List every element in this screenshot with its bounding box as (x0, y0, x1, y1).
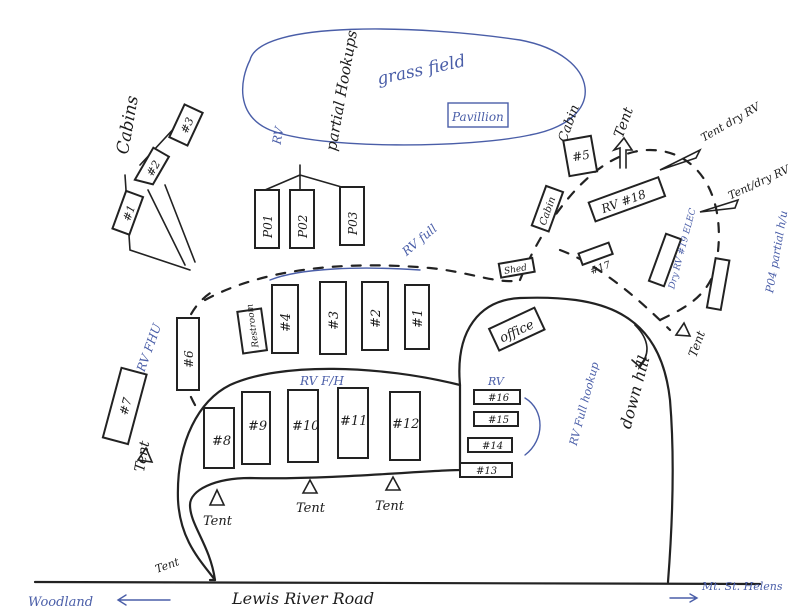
svg-text:#11: #11 (340, 414, 367, 429)
woodland-label: Woodland (28, 595, 93, 610)
svg-text:#12: #12 (392, 417, 419, 432)
site-7: #7 (101, 366, 148, 446)
site-4: #4 (271, 284, 299, 354)
svg-text:#3: #3 (327, 311, 342, 330)
rv-full-hookup-label: RV Full hookup (567, 361, 602, 448)
svg-text:#1: #1 (120, 203, 138, 223)
tent-bottom2-symbol (301, 478, 319, 494)
svg-text:#3: #3 (178, 115, 197, 135)
site-12: #12 (389, 391, 421, 461)
rv-right-label: RV (487, 375, 505, 388)
site-2: #2 (361, 281, 389, 351)
tent-dry-rv-label: Tent dry RV (699, 100, 763, 145)
svg-text:#6: #6 (182, 350, 196, 368)
site-8: #8 (203, 407, 235, 469)
site-10: #10 (287, 389, 319, 463)
tent-top-label: Tent (611, 105, 637, 140)
tent-right-symbol (674, 321, 692, 337)
svg-text:#13: #13 (476, 466, 497, 477)
outer-boundary (208, 296, 674, 584)
site-13: #13 (459, 462, 513, 478)
svg-text:#2: #2 (369, 309, 384, 328)
tent-bottom2-label: Tent (296, 501, 326, 516)
site-6: #6 (176, 317, 200, 391)
svg-text:P03: P03 (346, 211, 360, 236)
site-p02: P02 (289, 189, 315, 249)
main-loop (176, 367, 462, 582)
tent-dry-rv2-label: Tent/dry RV (726, 162, 792, 202)
site-1: #1 (404, 284, 430, 350)
svg-text:#4: #4 (279, 313, 294, 332)
tent-top-arrow (611, 136, 634, 169)
restroom: Restroom (236, 303, 269, 355)
svg-text:P01: P01 (261, 215, 275, 239)
site-9: #9 (241, 391, 271, 465)
svg-text:Shed: Shed (503, 263, 528, 277)
down-hill-arrow (631, 324, 648, 369)
tent-bottom1-label: Tent (203, 514, 233, 529)
main-road-dashed (203, 264, 522, 302)
svg-text:#1: #1 (411, 309, 426, 328)
site-p03: P03 (339, 186, 365, 246)
road-line (33, 580, 762, 586)
rv-full-top-label: RV full (399, 221, 440, 259)
woodland-arrow (116, 594, 171, 606)
rv-partial-hookups-label: partial Hookups (322, 29, 361, 153)
site-14: #14 (467, 437, 513, 453)
svg-text:#10: #10 (292, 419, 319, 434)
tent-bottom1-symbol (208, 488, 226, 506)
road-label: Lewis River Road (231, 589, 374, 608)
full-hookup-bracket (524, 397, 541, 456)
site-17: #17 (577, 241, 614, 277)
p04-site (705, 257, 731, 312)
left-road-dashed (180, 288, 217, 407)
tent-bottom3-label: Tent (375, 499, 405, 514)
rv-partial-label: RV (270, 125, 287, 147)
tent-corner-label: Tent (154, 555, 182, 576)
site-15: #15 (473, 411, 519, 427)
site-3: #3 (319, 281, 347, 355)
tent-left-symbol (136, 446, 154, 463)
svg-text:#8: #8 (212, 434, 231, 449)
cabin-1: #1 (111, 189, 145, 236)
tent-left-label: Tent (132, 439, 153, 473)
grass-field-label: grass field (375, 51, 467, 89)
cabin-mid: Cabin (530, 184, 565, 233)
tent-dry-line1 (659, 148, 702, 171)
site-p01: P01 (254, 189, 280, 249)
cabins-label: Cabins (113, 94, 143, 156)
office: office (487, 306, 546, 352)
grass-field-outline (241, 28, 586, 146)
tent-bottom3-symbol (384, 475, 402, 491)
cabin-3: #3 (168, 103, 204, 147)
rv-fh-label: RV F/H (299, 374, 344, 388)
rv-fhu-label: RV FHU (134, 321, 165, 375)
pavilion-label: Pavillion (451, 110, 504, 124)
site-16: #16 (473, 389, 521, 405)
svg-text:P02: P02 (296, 215, 310, 239)
site-18: RV #18 (587, 175, 667, 223)
svg-text:#9: #9 (248, 419, 267, 434)
mt-st-helens-label: Mt. St. Helens (701, 580, 783, 593)
rv-full-bracket (269, 267, 421, 281)
site-11: #11 (337, 387, 369, 459)
svg-text:#14: #14 (482, 441, 503, 452)
cabin-2: #2 (133, 146, 171, 186)
partial-branch (264, 164, 346, 193)
tent-dry-line2 (699, 198, 740, 213)
p04-label: P04 partial h/u (763, 210, 790, 295)
svg-text:#15: #15 (488, 415, 509, 426)
dry-rv-site (647, 232, 683, 288)
pavilion (447, 102, 509, 128)
shed: Shed (497, 256, 536, 279)
cabin-paths (124, 123, 196, 271)
helens-arrow (669, 593, 699, 603)
svg-text:#7: #7 (117, 396, 135, 417)
right-road-dashed (558, 248, 672, 332)
svg-text:#16: #16 (488, 393, 510, 404)
down-hill-label: down hill (616, 354, 654, 431)
site-5: #5 (562, 134, 599, 178)
svg-text:#5: #5 (571, 147, 591, 164)
